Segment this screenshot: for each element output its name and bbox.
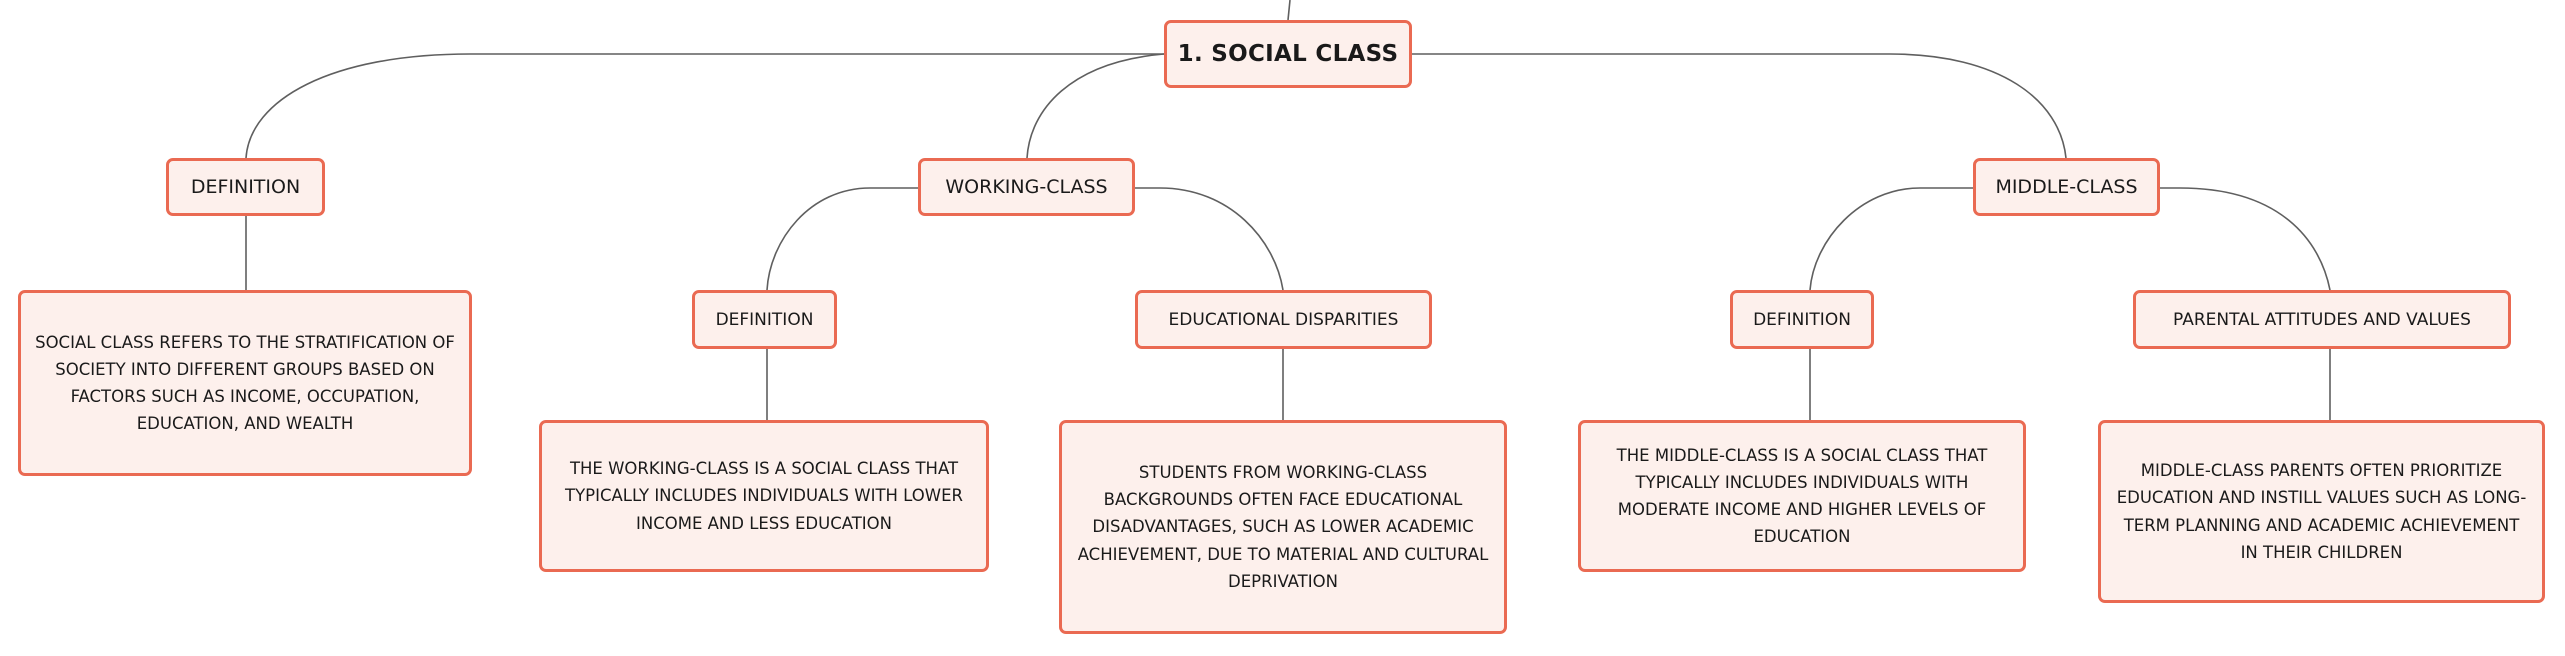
node-working-class-definition[interactable]: DEFINITION — [692, 290, 837, 349]
middle-class-definition-label: DEFINITION — [1753, 309, 1851, 330]
node-parental-attitudes-text[interactable]: MIDDLE-CLASS PARENTS OFTEN PRIORITIZE ED… — [2098, 420, 2545, 603]
node-educational-disparities-text[interactable]: STUDENTS FROM WORKING-CLASS BACKGROUNDS … — [1059, 420, 1507, 634]
link-root-middle-class — [1412, 53, 2067, 159]
educational-disparities-text: STUDENTS FROM WORKING-CLASS BACKGROUNDS … — [1077, 462, 1489, 591]
working-class-definition-label: DEFINITION — [715, 309, 814, 330]
link-middle-class-attitudes — [2160, 187, 2331, 291]
node-definition[interactable]: DEFINITION — [166, 158, 325, 216]
parental-attitudes-text: MIDDLE-CLASS PARENTS OFTEN PRIORITIZE ED… — [2116, 461, 2527, 562]
node-parental-attitudes[interactable]: PARENTAL ATTITUDES AND VALUES — [2133, 290, 2511, 349]
working-class-label: WORKING-CLASS — [945, 176, 1108, 198]
link-middle-class-definition — [1809, 187, 1973, 291]
node-educational-disparities[interactable]: EDUCATIONAL DISPARITIES — [1135, 290, 1432, 349]
node-working-class-definition-text[interactable]: THE WORKING-CLASS IS A SOCIAL CLASS THAT… — [539, 420, 989, 572]
link-parent-root — [1287, 0, 1291, 21]
node-working-class[interactable]: WORKING-CLASS — [918, 158, 1135, 216]
link-root-working-class — [1026, 53, 1165, 159]
link-working-class-definition — [766, 187, 918, 291]
root-label: 1. SOCIAL CLASS — [1177, 41, 1399, 67]
node-definition-text[interactable]: SOCIAL CLASS REFERS TO THE STRATIFICATIO… — [18, 290, 472, 476]
parental-attitudes-label: PARENTAL ATTITUDES AND VALUES — [2173, 309, 2471, 330]
educational-disparities-label: EDUCATIONAL DISPARITIES — [1168, 309, 1399, 330]
definition-text: SOCIAL CLASS REFERS TO THE STRATIFICATIO… — [35, 332, 455, 434]
link-working-class-disparities — [1135, 187, 1284, 291]
definition-label: DEFINITION — [190, 176, 301, 198]
node-middle-class[interactable]: MIDDLE-CLASS — [1973, 158, 2160, 216]
link-root-definition — [245, 53, 1164, 159]
root-node-social-class[interactable]: 1. SOCIAL CLASS — [1164, 20, 1412, 88]
node-middle-class-definition[interactable]: DEFINITION — [1730, 290, 1874, 349]
working-class-definition-text: THE WORKING-CLASS IS A SOCIAL CLASS THAT… — [565, 459, 963, 533]
node-middle-class-definition-text[interactable]: THE MIDDLE-CLASS IS A SOCIAL CLASS THAT … — [1578, 420, 2026, 572]
middle-class-label: MIDDLE-CLASS — [1995, 176, 2138, 198]
middle-class-definition-text: THE MIDDLE-CLASS IS A SOCIAL CLASS THAT … — [1616, 445, 1988, 547]
